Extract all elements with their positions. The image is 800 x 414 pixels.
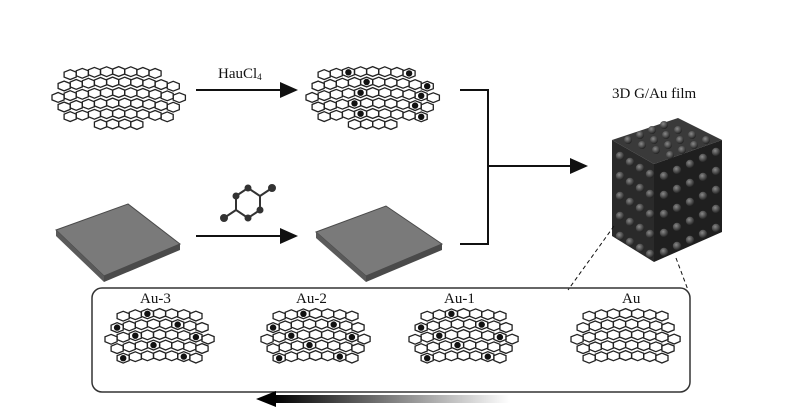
sample-label-au1: Au-1: [444, 291, 475, 307]
substrate-plain: [55, 203, 181, 277]
linker-molecule-icon: [220, 184, 276, 222]
reagent-label: HauCl4: [218, 66, 262, 83]
sample-label-au3: Au-3: [140, 291, 171, 307]
reagent-subscript: 4: [257, 72, 262, 82]
graphene-sheet-pristine: [51, 65, 187, 131]
gradient-arrow-head: [256, 391, 276, 407]
product-label: 3D G/Au film: [612, 86, 697, 102]
graphene-sample-au: [570, 307, 681, 364]
substrate-plain-side: [104, 244, 180, 282]
samples-panel: [91, 287, 691, 393]
reagent-text: HauCl: [218, 66, 258, 82]
gradient-arrow-shaft: [274, 395, 510, 403]
zoom-line-right: [675, 257, 689, 291]
graphene-sample-au2: [260, 307, 371, 364]
substrate-functionalized-front: [316, 232, 366, 282]
graphene-sample-au1: [408, 307, 519, 364]
graphene-sheet-with-gold: [305, 65, 441, 131]
substrate-plain-front: [56, 230, 104, 282]
merge-bracket: [460, 89, 489, 245]
3d-film-cube: [612, 118, 722, 262]
graphene-sample-au3: [104, 307, 215, 364]
sample-label-au: Au: [622, 291, 641, 307]
substrate-functionalized: [315, 205, 444, 277]
sample-label-au2: Au-2: [296, 291, 327, 307]
zoom-line-left: [567, 225, 615, 291]
substrate-functionalized-side: [366, 244, 442, 282]
